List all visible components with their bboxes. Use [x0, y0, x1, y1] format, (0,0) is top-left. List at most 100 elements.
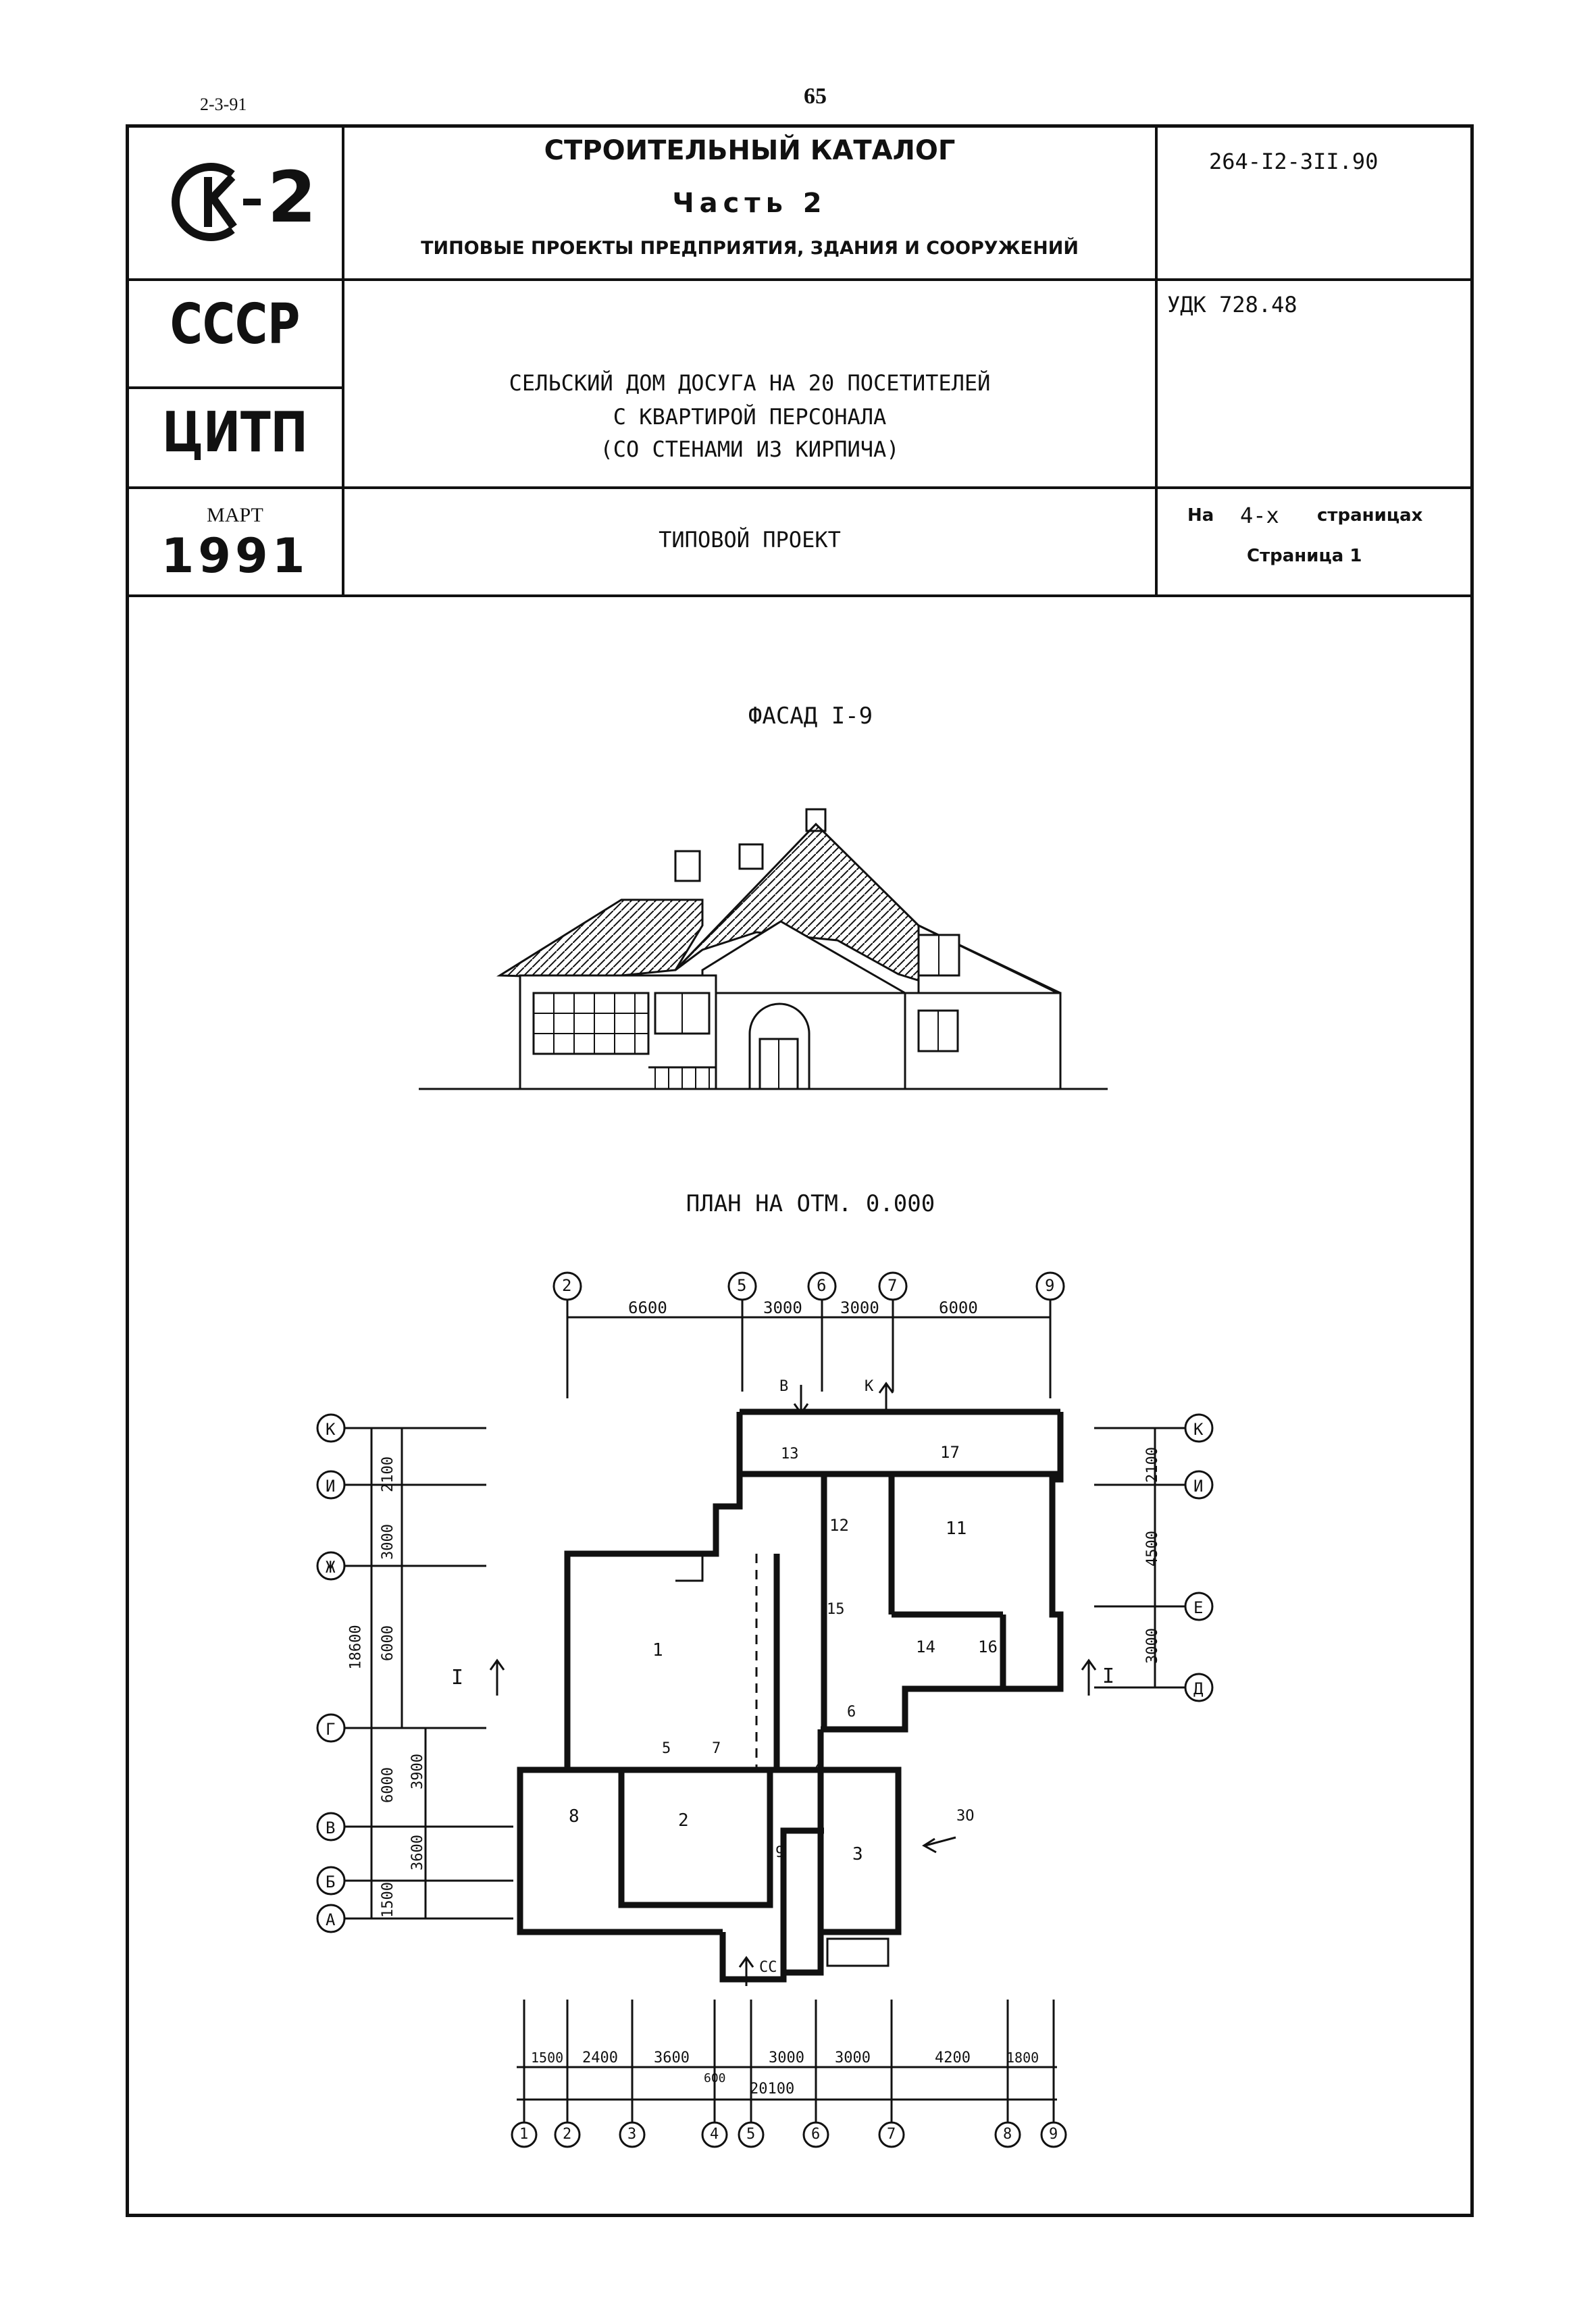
catalog-title: СТРОИТЕЛЬНЫЙ КАТАЛОГ: [544, 135, 956, 166]
facade-title: ФАСАД I-9: [748, 703, 873, 730]
ck2-logo: 2: [159, 154, 321, 249]
axis-left-v: В: [326, 1819, 336, 1837]
header-rule-org: [126, 386, 342, 389]
dim-left-5: 3900: [409, 1754, 426, 1789]
dim-left-7: 1500: [379, 1882, 396, 1918]
dim-bottom-3: 3600: [654, 2050, 690, 2066]
axis-right-k: К: [1193, 1420, 1204, 1439]
dim-left-2: 3000: [379, 1524, 396, 1560]
dim-bottom-small: 600: [704, 2071, 726, 2085]
room-6: 6: [847, 1704, 856, 1721]
project-type: ТИПОВОЙ ПРОЕКТ: [659, 527, 841, 553]
dim-top-4: 6000: [939, 1298, 978, 1317]
room-4: 4: [815, 1756, 825, 1777]
issue-year: 1991: [161, 528, 309, 584]
axis-bottom-8: 8: [1003, 2126, 1012, 2143]
pages-suffix: страницах: [1317, 505, 1423, 526]
entry-mark-zo: ЗО: [956, 1808, 975, 1825]
entry-mark-ss: СС: [759, 1959, 777, 1976]
room-9: 9: [775, 1844, 785, 1861]
udc: УДК 728.48: [1167, 292, 1297, 317]
dim-right-3: 3000: [1143, 1628, 1161, 1664]
room-11: 11: [946, 1519, 967, 1539]
page-number: 65: [804, 84, 827, 109]
room-13: 13: [781, 1446, 799, 1463]
room-8: 8: [569, 1806, 580, 1827]
pages-prefix: На: [1187, 505, 1214, 526]
dim-bottom-2: 2400: [582, 2050, 618, 2066]
header-col-1: [342, 124, 344, 596]
catalog-subtitle: ТИПОВЫЕ ПРОЕКТЫ ПРЕДПРИЯТИЯ, ЗДАНИЯ И СО…: [421, 238, 1079, 259]
dim-left-1: 2100: [379, 1456, 396, 1492]
axis-right-e: Е: [1193, 1598, 1204, 1617]
room-2: 2: [678, 1810, 689, 1831]
axis-bottom-3: 3: [627, 2126, 637, 2143]
header-rule-2: [126, 486, 1474, 489]
entry-mark-v: В: [779, 1378, 789, 1395]
axis-top-6: 6: [817, 1276, 827, 1295]
axis-right-i: И: [1193, 1477, 1204, 1496]
facade-drawing: [419, 808, 1108, 1090]
room-12: 12: [829, 1516, 849, 1535]
dim-top-3: 3000: [840, 1298, 879, 1317]
room-16: 16: [978, 1637, 998, 1656]
section-mark-left: I: [451, 1666, 464, 1689]
axis-top-2: 2: [562, 1276, 572, 1295]
room-7: 7: [712, 1740, 721, 1757]
dim-bottom-total: 20100: [750, 2081, 795, 2098]
axis-bottom-7: 7: [887, 2126, 896, 2143]
room-14: 14: [916, 1637, 935, 1656]
org-country: СССР: [170, 293, 301, 357]
doc-code: 264-I2-3II.90: [1209, 149, 1379, 174]
dim-bottom-7: 1800: [1006, 2050, 1039, 2066]
room-3: 3: [852, 1844, 863, 1864]
issue-month: МАРТ: [207, 504, 263, 526]
room-17: 17: [940, 1443, 960, 1462]
pages-count: 4-х: [1240, 503, 1279, 528]
header-rule-3: [126, 594, 1474, 597]
axis-bottom-2: 2: [563, 2126, 572, 2143]
header-rule-1: [126, 278, 1474, 281]
axis-bottom-5: 5: [746, 2126, 756, 2143]
dim-top-1: 6600: [628, 1298, 667, 1317]
axis-bottom-4: 4: [710, 2126, 719, 2143]
dim-top-2: 3000: [763, 1298, 802, 1317]
room-1: 1: [652, 1640, 663, 1660]
dim-bottom-5: 3000: [835, 2050, 871, 2066]
page-label: Страница 1: [1247, 546, 1362, 566]
dim-left-3: 6000: [379, 1625, 396, 1661]
catalog-part: Часть 2: [672, 188, 827, 219]
dim-left-4: 6000: [379, 1767, 396, 1803]
dim-right-1: 2100: [1143, 1447, 1161, 1483]
section-mark-right: I: [1102, 1664, 1115, 1688]
axis-bottom-6: 6: [811, 2126, 821, 2143]
axis-top-7: 7: [887, 1276, 898, 1295]
org-name: ЦИТП: [162, 401, 308, 465]
axis-right-d: Д: [1193, 1679, 1204, 1698]
axis-bottom-9: 9: [1049, 2126, 1058, 2143]
dim-right-2: 4500: [1143, 1531, 1161, 1567]
dim-bottom-1: 1500: [531, 2050, 564, 2066]
axis-left-k: К: [326, 1420, 336, 1439]
room-5: 5: [662, 1740, 671, 1757]
room-15: 15: [827, 1601, 845, 1618]
entry-mark-k: К: [865, 1378, 874, 1395]
sheet-code: 2-3-91: [200, 95, 247, 114]
axis-bottom-1: 1: [519, 2126, 529, 2143]
dim-bottom-6: 4200: [935, 2050, 971, 2066]
dim-bottom-4: 3000: [769, 2050, 804, 2066]
axis-left-zh: Ж: [326, 1558, 336, 1577]
dim-left-6: 3600: [409, 1835, 426, 1871]
header-col-2: [1155, 124, 1158, 596]
logo-digit: 2: [267, 156, 317, 238]
dim-left-total: 18600: [347, 1625, 365, 1670]
project-title-line3: (СО СТЕНАМИ ИЗ КИРПИЧА): [600, 436, 900, 462]
axis-left-b: Б: [326, 1873, 336, 1891]
axis-left-i: И: [326, 1477, 336, 1496]
ck2-logo-icon: [172, 163, 261, 241]
project-title-line2: С КВАРТИРОЙ ПЕРСОНАЛА: [613, 404, 887, 430]
floor-plan: [316, 1271, 1214, 2148]
axis-top-9: 9: [1045, 1276, 1055, 1295]
project-title-line1: СЕЛЬСКИЙ ДОМ ДОСУГА НА 20 ПОСЕТИТЕЛЕЙ: [509, 370, 991, 396]
axis-left-a: А: [326, 1910, 336, 1929]
